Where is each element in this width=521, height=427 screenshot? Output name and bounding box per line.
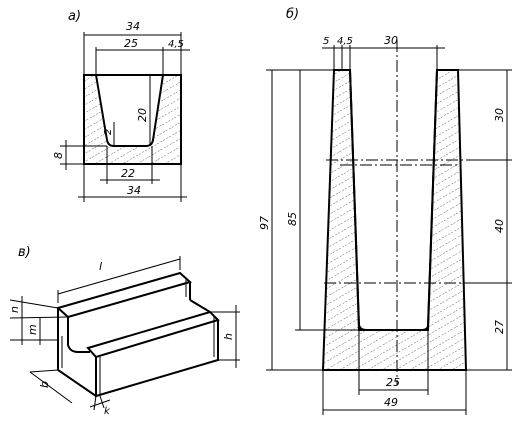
dim-v-l [57, 258, 181, 295]
dim-b-30-right-label: 30 [493, 108, 506, 122]
dim-b-27-label: 27 [493, 320, 506, 334]
dim-v-k [89, 399, 111, 408]
dim-a-34-bottom-label: 34 [127, 184, 141, 197]
panel-v-label: в) [18, 245, 31, 260]
dim-b-5-label: 5 [323, 36, 329, 47]
dim-a-2-label: 2 [103, 129, 114, 135]
dim-v-b-label: b [38, 381, 51, 388]
dim-b-40-label: 40 [493, 219, 506, 233]
dim-b-45-label: 4,5 [337, 36, 353, 47]
dim-v-m-label: m [26, 324, 39, 335]
panel-b-label: б) [286, 7, 299, 22]
dim-a-34-top-label: 34 [126, 20, 140, 33]
dim-v-b [29, 371, 73, 404]
dim-a-8-label: 8 [52, 152, 65, 159]
dim-b-49-label: 49 [384, 396, 398, 409]
panel-a-section [83, 74, 182, 165]
dim-b-30-top-label: 30 [384, 34, 398, 47]
dim-a-25-label: 25 [124, 37, 138, 50]
panel-b-section [321, 69, 468, 371]
dim-v-k-label: k [104, 406, 111, 417]
panel-b: б) 5 4,5 30 97 85 30 40 [258, 7, 512, 415]
panel-a-label: а) [68, 9, 81, 24]
dim-b-85-label: 85 [286, 212, 299, 226]
dim-b-97-label: 97 [258, 216, 271, 230]
dim-a-45-label: 4,5 [168, 39, 184, 50]
dim-v-h-label: h [222, 333, 235, 340]
dim-a-22-label: 22 [121, 167, 135, 180]
panel-a: а) 34 25 4,5 20 2 8 22 [52, 9, 190, 202]
dim-v-n-label: n [8, 306, 21, 313]
dim-a-20-label: 20 [136, 108, 149, 122]
dim-v-l-label: l [99, 260, 102, 273]
panel-v: в) l n m b [8, 245, 240, 417]
dim-b-25-label: 25 [386, 376, 400, 389]
